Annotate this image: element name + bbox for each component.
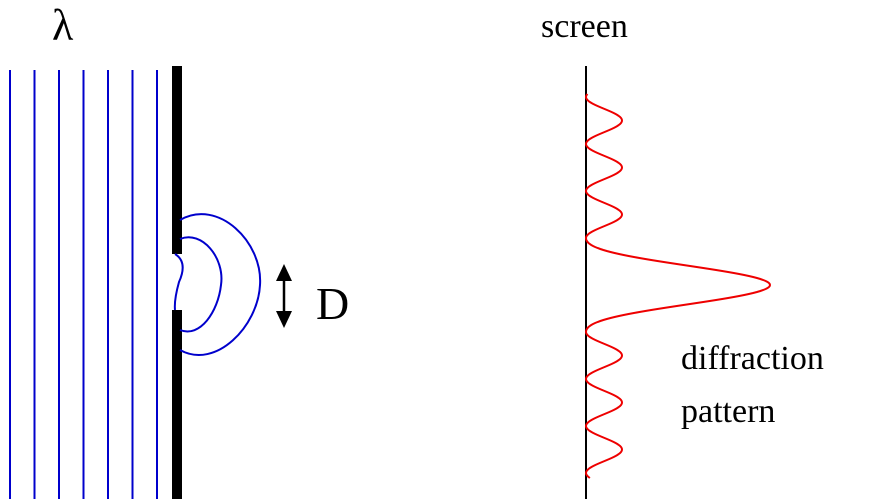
slit-width-arrow-head-down xyxy=(276,311,292,328)
screen-label: screen xyxy=(541,8,628,45)
diffraction-intensity-curve xyxy=(584,93,772,479)
diffracted-wavefronts xyxy=(173,213,262,356)
slit-width-label: D xyxy=(316,278,350,329)
wavelength-label: λ xyxy=(52,1,74,50)
diffraction-pattern-label-line2: pattern xyxy=(681,393,776,430)
diffraction-pattern-label-line1: diffraction xyxy=(681,340,824,377)
slit-width-arrow xyxy=(276,264,292,328)
barrier-lower-segment xyxy=(172,310,182,499)
barrier-upper-segment xyxy=(172,66,182,254)
barrier-with-slit xyxy=(172,66,182,499)
slit-width-arrow-head-up xyxy=(276,264,292,281)
diffracted-wavefront-slit-edge xyxy=(173,253,184,311)
incident-plane-wavefronts xyxy=(9,70,158,499)
diffracted-wavefront-inner xyxy=(179,236,223,333)
diffracted-wavefront-outer xyxy=(179,213,262,356)
